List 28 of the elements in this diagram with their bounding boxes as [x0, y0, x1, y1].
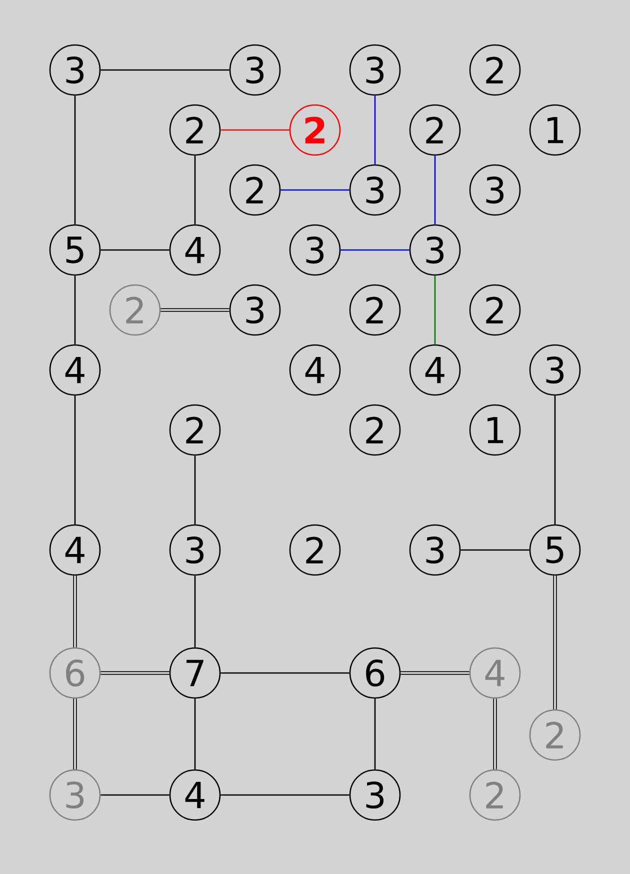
bridge-line [194, 698, 196, 770]
bridge-line [100, 69, 230, 71]
bridge-line [434, 276, 436, 344]
bridge-line [220, 794, 350, 796]
bridge-line [400, 671, 470, 675]
bridge-line [434, 156, 436, 224]
bridge-line [74, 396, 76, 524]
bridge-line [374, 96, 376, 164]
bridge-line [100, 794, 170, 796]
bridge-line [100, 671, 170, 675]
bridge-line [374, 698, 376, 770]
bridge-line [194, 576, 196, 648]
bridge-line [74, 276, 76, 344]
bridge-line [340, 249, 410, 251]
bridge-line [73, 698, 77, 770]
bridge-line [74, 96, 76, 224]
bridge-line [220, 672, 350, 674]
bridge-line [280, 189, 350, 191]
bridge-line [220, 129, 290, 131]
bridge-line [194, 156, 196, 224]
bridge-line [160, 308, 230, 312]
bridge-line [553, 576, 557, 710]
bridge-line [554, 396, 556, 524]
bridge-line [493, 698, 497, 770]
bridge-line [194, 456, 196, 524]
bridge-line [73, 576, 77, 648]
bridge-line [100, 249, 170, 251]
bridge-line [460, 549, 530, 551]
